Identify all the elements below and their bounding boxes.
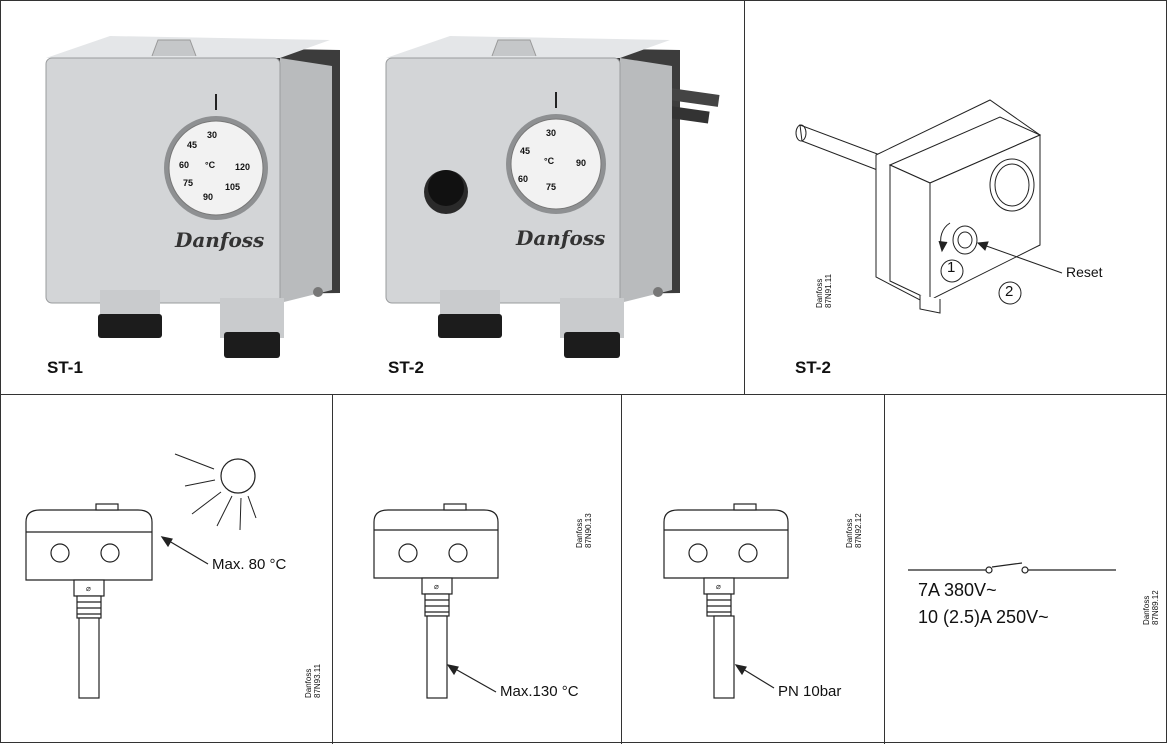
col-divider-2 (621, 394, 622, 744)
rating-line-1: 7A 380V~ (918, 580, 997, 600)
dial-unit: °C (205, 160, 216, 170)
pressure-label: PN 10bar (778, 683, 842, 700)
col-divider-top (744, 0, 745, 394)
dial-45: 45 (520, 146, 531, 156)
col-divider-1 (332, 394, 333, 744)
dial-75: 75 (183, 178, 194, 188)
medium-max-label: Max.130 °C (500, 683, 579, 700)
svg-text:⌀: ⌀ (86, 584, 91, 593)
st1-thermostat-image (45, 36, 340, 358)
reset-label: Reset (1066, 264, 1103, 280)
label-st2-drawing: ST-2 (795, 358, 831, 377)
step-1-label: 1 (947, 259, 956, 276)
st1-dial-labels: 30 45 60 75 90 105 120 °C (177, 122, 267, 212)
st2-reset-drawing (795, 99, 1063, 314)
ambient-max-label: Max. 80 °C (212, 556, 287, 573)
dial-90: 90 (576, 158, 587, 168)
st2-dial-labels: 30 45 60 75 90 °C (514, 118, 604, 208)
ambient-temp-drawing: ⌀ (25, 453, 257, 699)
medium-temp-drawing: ⌀ (373, 503, 499, 699)
danfoss-logo-st1: Danfoss (175, 228, 265, 252)
dial-60: 60 (518, 174, 529, 184)
dial-30: 30 (207, 130, 218, 140)
danfoss-logo-st2: Danfoss (516, 226, 606, 250)
pressure-drawing: ⌀ (663, 503, 789, 699)
switch-contact-symbol (908, 562, 1116, 574)
col-divider-3 (884, 394, 885, 744)
st2-thermostat-image (385, 36, 720, 358)
row-divider (0, 394, 1167, 395)
label-st2-photo: ST-2 (388, 358, 424, 377)
dial-45: 45 (187, 140, 198, 150)
rating-line-2: 10 (2.5)A 250V~ (918, 607, 1049, 627)
dial-60: 60 (179, 160, 190, 170)
step-2-label: 2 (1005, 283, 1014, 300)
svg-text:⌀: ⌀ (716, 582, 721, 591)
dial-unit: °C (544, 156, 555, 166)
dial-120: 120 (235, 162, 251, 172)
dial-90: 90 (203, 192, 214, 202)
dial-30: 30 (546, 128, 557, 138)
svg-text:⌀: ⌀ (434, 582, 439, 591)
dial-75: 75 (546, 182, 557, 192)
label-st1: ST-1 (47, 358, 83, 377)
dial-105: 105 (225, 182, 241, 192)
